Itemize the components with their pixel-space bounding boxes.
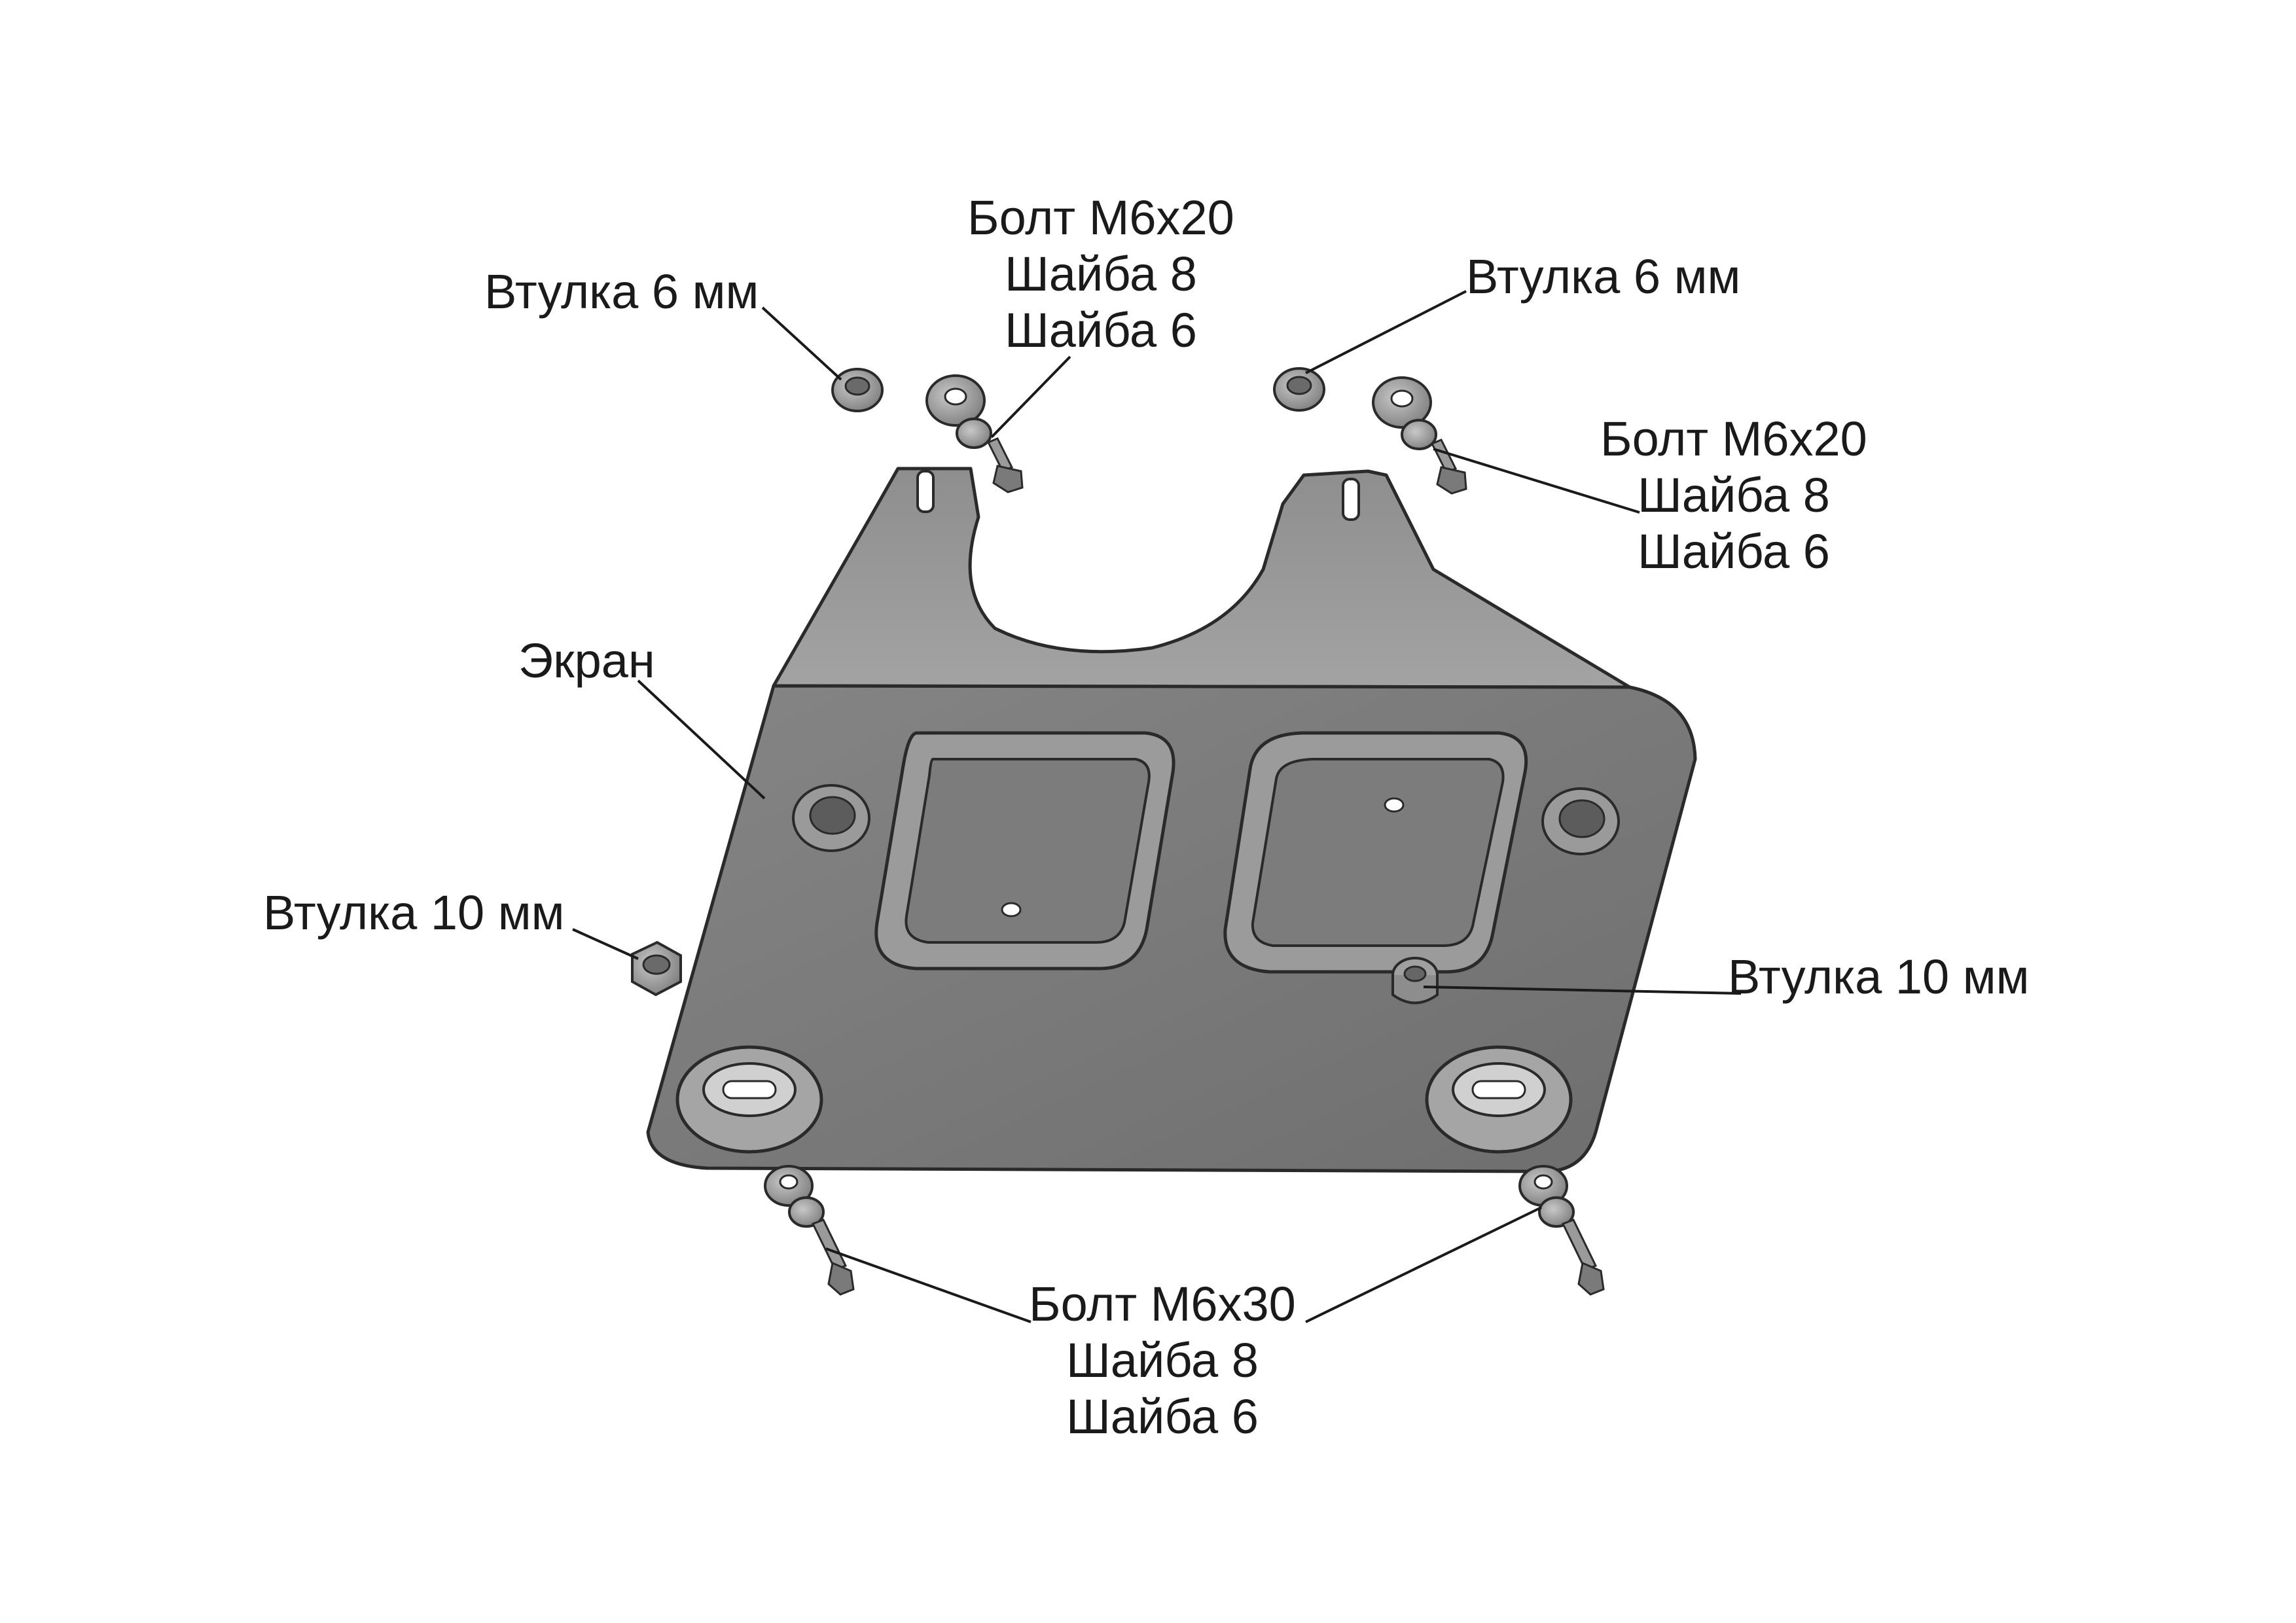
- leader-bottom-right: [1305, 1206, 1542, 1323]
- leader-screen: [637, 679, 766, 800]
- leader-lines: [572, 290, 1742, 1323]
- bushing-10mm-left: [631, 940, 682, 997]
- label-line: Шайба 8: [1004, 247, 1197, 301]
- bolt-m6x20-top-left: [925, 374, 1024, 493]
- leader-top-right-group: [1433, 448, 1640, 514]
- right-slot-mount: [1425, 1045, 1573, 1154]
- bushing-10mm-right: [1391, 957, 1439, 1005]
- leader-bushing6-right: [1305, 290, 1467, 374]
- label-top-right-group: Болт М6х20 Шайба 8 Шайба 6: [1600, 411, 1867, 580]
- shield-plate: [646, 467, 1697, 1173]
- label-bottom-group: Болт М6х30 Шайба 8 Шайба 6: [1029, 1276, 1296, 1445]
- leader-bushing6-left: [761, 306, 842, 381]
- right-boss: [1541, 787, 1620, 855]
- bolt-m6x30-bottom-left: [764, 1165, 855, 1296]
- label-screen: Экран: [518, 633, 655, 688]
- right-recess-window: [1223, 731, 1528, 974]
- label-line: Болт М6х20: [1600, 412, 1867, 466]
- bushing-6mm-top-left: [831, 368, 884, 412]
- label-line: Болт М6х30: [1029, 1277, 1296, 1331]
- bolt-m6x30-bottom-right: [1518, 1165, 1605, 1296]
- label-bushing10-right: Втулка 10 мм: [1728, 950, 2030, 1004]
- bushing-6mm-top-right: [1273, 367, 1325, 412]
- label-top-left-group: Болт М6х20 Шайба 8 Шайба 6: [967, 190, 1234, 359]
- label-bushing6-left: Втулка 6 мм: [484, 264, 759, 319]
- label-line: Болт М6х20: [967, 190, 1234, 245]
- left-slot-mount: [675, 1045, 823, 1154]
- label-line: Шайба 6: [1004, 303, 1197, 357]
- left-recess-window: [874, 731, 1175, 971]
- bolt-m6x20-top-right: [1372, 376, 1467, 495]
- label-line: Шайба 6: [1637, 524, 1830, 579]
- left-boss: [792, 784, 870, 852]
- leader-top-left-group: [990, 355, 1071, 438]
- label-line: Шайба 8: [1637, 468, 1830, 522]
- leader-bottom-left: [825, 1247, 1031, 1323]
- label-bushing6-right: Втулка 6 мм: [1466, 249, 1741, 304]
- label-line: Шайба 6: [1066, 1389, 1259, 1444]
- leader-bushing10-left: [572, 928, 639, 960]
- label-line: Шайба 8: [1066, 1333, 1259, 1387]
- leader-bushing10-right: [1423, 986, 1742, 995]
- plate-upper-flange: [772, 467, 1632, 689]
- label-bushing10-left: Втулка 10 мм: [263, 885, 565, 940]
